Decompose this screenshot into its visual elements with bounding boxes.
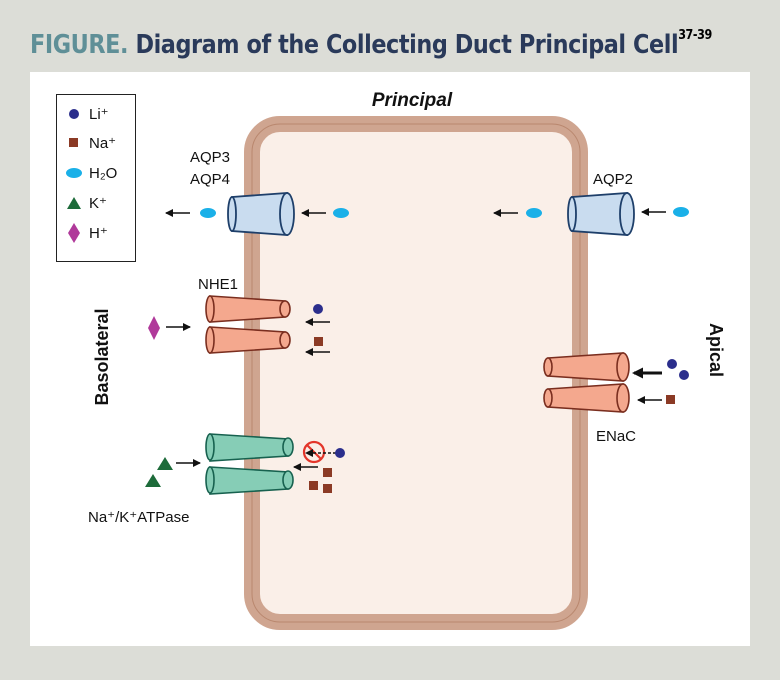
nhe1-exchanger xyxy=(205,295,291,354)
h-ion-icon xyxy=(65,222,83,244)
legend-label-k: K⁺ xyxy=(89,195,107,212)
legend-label-li: Li⁺ xyxy=(89,106,109,123)
legend-item-li: Li⁺ xyxy=(65,102,109,126)
na-ion-icon xyxy=(65,136,83,150)
lithium-blocked-icon xyxy=(302,440,326,464)
ion-legend: Li⁺ Na⁺ H₂O K⁺ H⁺ xyxy=(56,94,136,262)
potassium-ion xyxy=(157,457,173,470)
enac-label: ENaC xyxy=(596,428,636,445)
nhe1-label: NHE1 xyxy=(198,276,238,293)
k-ion-icon xyxy=(65,196,83,210)
proton-ion xyxy=(148,316,160,340)
legend-item-na: Na⁺ xyxy=(65,131,116,155)
water-icon xyxy=(65,166,83,180)
sodium-ion xyxy=(666,395,675,404)
water-molecule xyxy=(333,208,349,218)
figure-title-references: 37-39 xyxy=(678,28,712,43)
legend-label-h: H⁺ xyxy=(89,225,108,242)
lithium-ion xyxy=(679,370,689,380)
legend-item-k: K⁺ xyxy=(65,191,107,215)
aqp3-aqp4-channel xyxy=(227,192,295,236)
sodium-ion xyxy=(309,481,318,490)
lithium-ion xyxy=(667,359,677,369)
legend-label-water: H₂O xyxy=(89,164,118,182)
na-k-atpase-pump xyxy=(205,433,294,495)
legend-item-h: H⁺ xyxy=(65,221,108,245)
legend-label-na: Na⁺ xyxy=(89,135,117,152)
figure-title-lead: FIGURE. xyxy=(30,30,129,60)
water-molecule xyxy=(673,207,689,217)
cell-title: Principal xyxy=(372,90,453,111)
legend-item-water: H₂O xyxy=(65,161,117,185)
aqp2-channel xyxy=(567,192,635,236)
figure-title: FIGURE. Diagram of the Collecting Duct P… xyxy=(30,28,712,60)
aqp2-label: AQP2 xyxy=(593,171,633,188)
apical-label: Apical xyxy=(706,323,726,377)
cell-membrane xyxy=(244,116,588,630)
water-molecule xyxy=(526,208,542,218)
lithium-ion xyxy=(313,304,323,314)
aqp3-label: AQP3 xyxy=(190,149,230,166)
li-ion-icon xyxy=(65,107,83,121)
figure-title-text: Diagram of the Collecting Duct Principal… xyxy=(135,30,679,60)
lithium-ion xyxy=(335,448,345,458)
water-molecule xyxy=(200,208,216,218)
atpase-label: Na⁺/K⁺ATPase xyxy=(88,509,189,526)
enac-channel xyxy=(543,352,630,413)
potassium-ion xyxy=(145,474,161,487)
aqp4-label: AQP4 xyxy=(190,171,230,188)
sodium-ion xyxy=(323,468,332,477)
sodium-ion xyxy=(314,337,323,346)
basolateral-label: Basolateral xyxy=(92,308,112,405)
sodium-ion xyxy=(323,484,332,493)
